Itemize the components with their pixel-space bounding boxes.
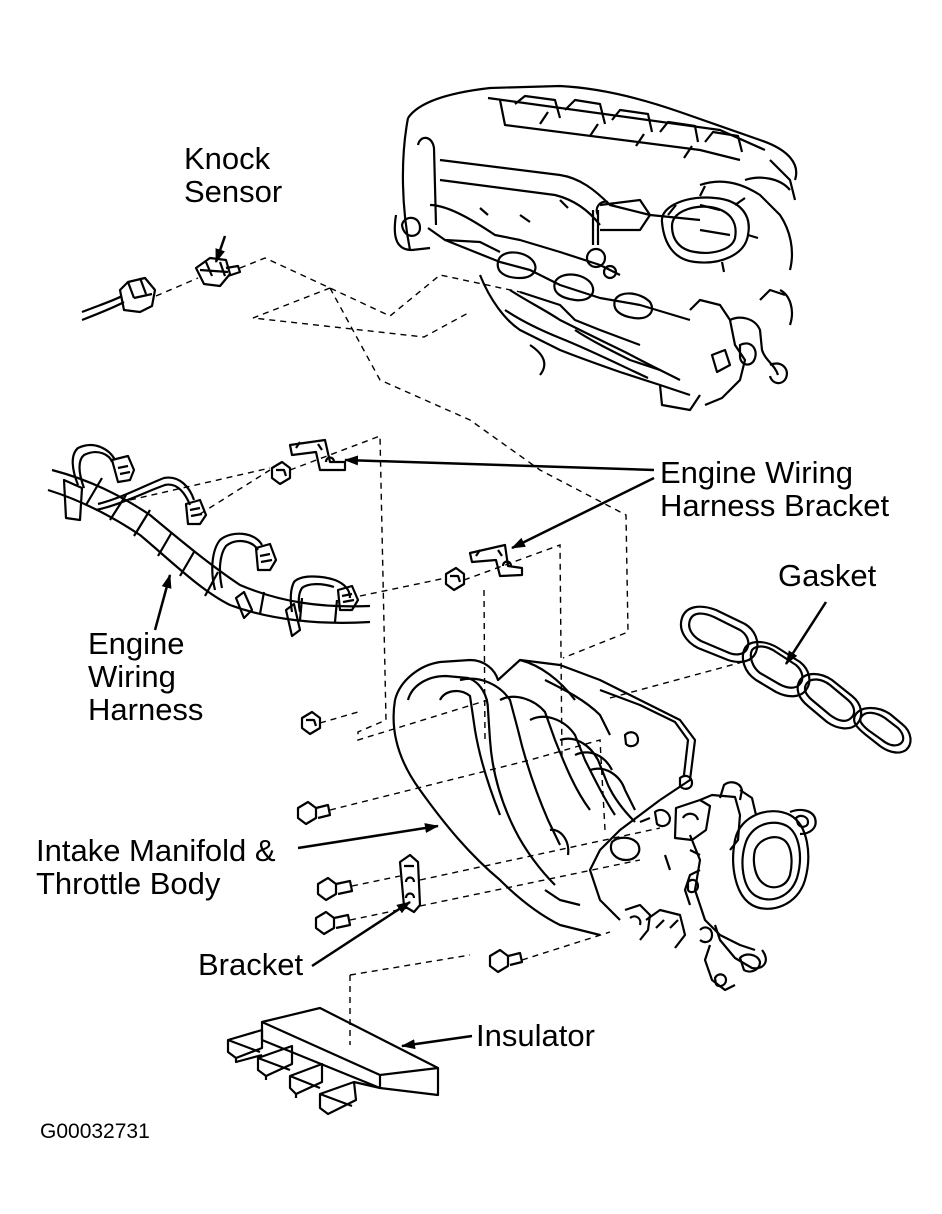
engine-block-drawing (393, 84, 798, 412)
harness-bracket-label-line-1: Engine Wiring (660, 455, 853, 490)
engine-wiring-harness-drawing (47, 443, 371, 638)
insulator-leader (401, 1034, 473, 1050)
insulator-label: Insulator (476, 1018, 595, 1053)
intake-manifold-label-line-1: Intake Manifold & (36, 833, 276, 868)
gasket-dashed-guide (609, 659, 751, 699)
figure-id: G00032731 (40, 1120, 150, 1143)
bracket-label: Bracket (198, 947, 304, 982)
knock-sensor-drawing (81, 256, 242, 322)
intake-manifold-leader (297, 823, 439, 850)
engine-wiring-harness-label: Engine Wiring Harness (88, 627, 203, 726)
harness-brackets-drawing (270, 438, 524, 592)
knock-sensor-leader (214, 235, 227, 263)
engine-wiring-harness-leader (153, 574, 172, 631)
intake-manifold-drawing (392, 658, 817, 992)
harness-label-line-3: Harness (88, 692, 204, 727)
knock-sensor-label: Knock Sensor (184, 142, 282, 208)
knock-sensor-label-line-1: Knock (184, 141, 271, 176)
intake-manifold-label: Intake Manifold & Throttle Body (36, 834, 276, 900)
harness-label-line-2: Wiring (88, 659, 176, 694)
gasket-label: Gasket (778, 558, 877, 593)
gasket-drawing (679, 605, 912, 754)
harness-label-line-1: Engine (88, 626, 185, 661)
harness-bracket-leader-1 (344, 455, 655, 472)
intake-manifold-label-line-2: Throttle Body (36, 866, 221, 901)
knock-sensor-label-line-2: Sensor (184, 174, 283, 209)
harness-bracket-label-line-2: Harness Bracket (660, 488, 890, 523)
harness-bracket-leader-2 (511, 476, 655, 550)
engine-wiring-harness-bracket-label: Engine Wiring Harness Bracket (660, 456, 889, 522)
gasket-leader (784, 601, 828, 665)
insulator-drawing (226, 1006, 440, 1116)
manifold-fasteners-drawing (296, 710, 524, 974)
manifold-dashed-guides (319, 711, 661, 1045)
knock-sensor-dashed-guides (155, 257, 629, 659)
bracket-leader (311, 900, 411, 968)
